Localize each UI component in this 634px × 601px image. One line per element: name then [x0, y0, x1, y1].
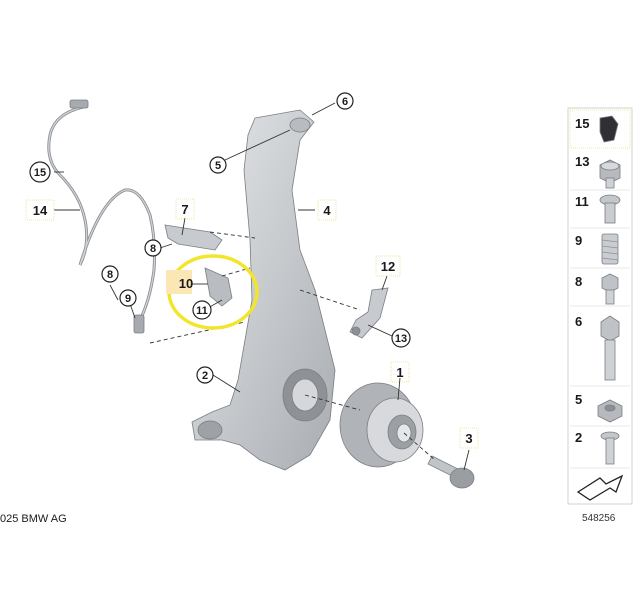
callout-7[interactable]: 7	[175, 198, 195, 220]
legend-row-11-label: 11	[575, 194, 589, 209]
hub-bolt	[427, 455, 475, 489]
callout-14-label: 14	[33, 203, 48, 218]
callout-3[interactable]: 3	[459, 427, 479, 449]
legend-row-13-label: 13	[575, 154, 589, 169]
legend-row-13[interactable]: 13	[575, 154, 621, 189]
callout-9-label: 9	[125, 293, 131, 305]
legend-row-2-label: 2	[575, 430, 582, 445]
legend-row-15-label: 15	[575, 116, 589, 131]
callout-4[interactable]: 4	[317, 199, 337, 221]
legend-row-5-label: 5	[575, 392, 582, 407]
wheel-hub	[339, 382, 424, 468]
legend-row-8[interactable]: 8	[575, 273, 619, 305]
legend-row-11[interactable]: 11	[575, 194, 621, 224]
callout-13[interactable]: 13	[391, 328, 411, 348]
sensor-bracket	[349, 287, 389, 339]
legend-row-5[interactable]: 5	[575, 392, 623, 423]
callout-1-label: 1	[396, 365, 403, 380]
speed-sensor-cable	[47, 99, 156, 334]
callout-12[interactable]: 12	[375, 255, 401, 277]
legend-row-9[interactable]: 9	[575, 233, 619, 265]
callout-2[interactable]: 2	[196, 366, 214, 384]
leader-lines	[54, 102, 470, 471]
assembly-lines	[149, 231, 436, 461]
callout-9[interactable]: 9	[119, 289, 137, 307]
callout-15[interactable]: 15	[29, 161, 51, 183]
callout-14[interactable]: 14	[25, 199, 55, 221]
callout-7-label: 7	[181, 202, 188, 217]
callout-12-label: 12	[381, 259, 395, 274]
callout-3-label: 3	[465, 431, 472, 446]
callout-8-upper[interactable]: 8	[144, 239, 162, 257]
callout-8-lower[interactable]: 8	[101, 265, 119, 283]
callout-6[interactable]: 6	[336, 92, 354, 110]
callout-11-label: 11	[196, 305, 208, 317]
copyright-text: 025 BMW AG	[0, 513, 67, 525]
callout-1[interactable]: 1	[390, 361, 410, 383]
legend-row-6-label: 6	[575, 314, 582, 329]
callout-2-label: 2	[202, 370, 208, 382]
legend-row-9-label: 9	[575, 233, 582, 248]
legend-row-8-label: 8	[575, 274, 582, 289]
diagram-number: 548256	[582, 513, 616, 524]
callout-5-label: 5	[215, 160, 221, 172]
steering-knuckle	[191, 109, 336, 471]
legend-row-2[interactable]: 2	[575, 430, 620, 465]
callout-10[interactable]: 10	[166, 270, 193, 294]
callout-10-label: 10	[179, 276, 193, 291]
callout-13-label: 13	[395, 333, 407, 345]
legend-row-15[interactable]: 15	[569, 109, 631, 149]
callout-8-upper-label: 8	[150, 243, 156, 255]
legend-arrow-icon[interactable]	[576, 474, 624, 501]
callout-11[interactable]: 11	[192, 300, 212, 320]
callout-8-lower-label: 8	[107, 269, 113, 281]
legend-row-6[interactable]: 6	[575, 314, 620, 381]
parts-legend: 15 13 11 9 8	[567, 107, 633, 505]
cable-holder	[164, 224, 223, 251]
callout-5[interactable]: 5	[209, 156, 227, 174]
callout-6-label: 6	[342, 96, 348, 108]
callout-4-label: 4	[323, 203, 331, 218]
highlighted-bracket	[204, 267, 233, 307]
callout-15-label: 15	[34, 167, 46, 179]
